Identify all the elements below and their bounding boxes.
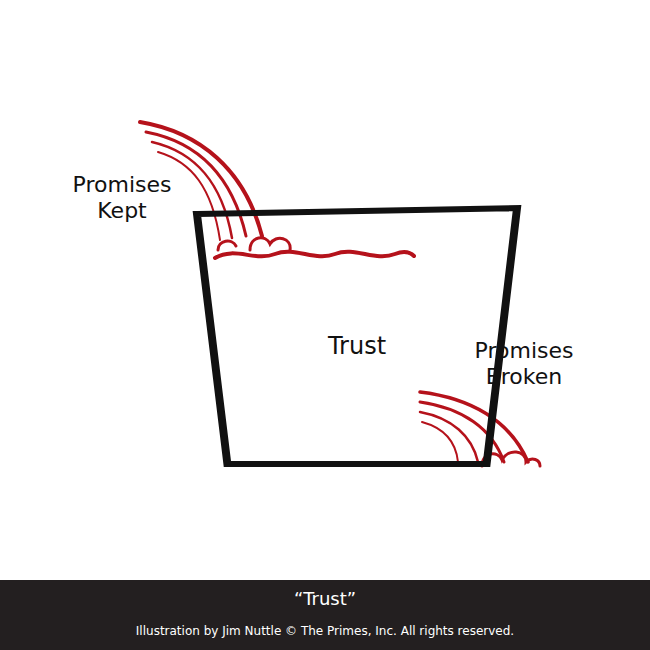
stream-label: Promises Broken bbox=[462, 338, 586, 390]
figure-title: “Trust” bbox=[0, 588, 650, 609]
figure-credit: Illustration by Jim Nuttle © The Primes,… bbox=[0, 624, 650, 638]
bucket-text: Trust bbox=[193, 332, 521, 360]
trust-bucket: Trust bbox=[193, 205, 521, 467]
stream-label: Promises Kept bbox=[60, 172, 184, 224]
